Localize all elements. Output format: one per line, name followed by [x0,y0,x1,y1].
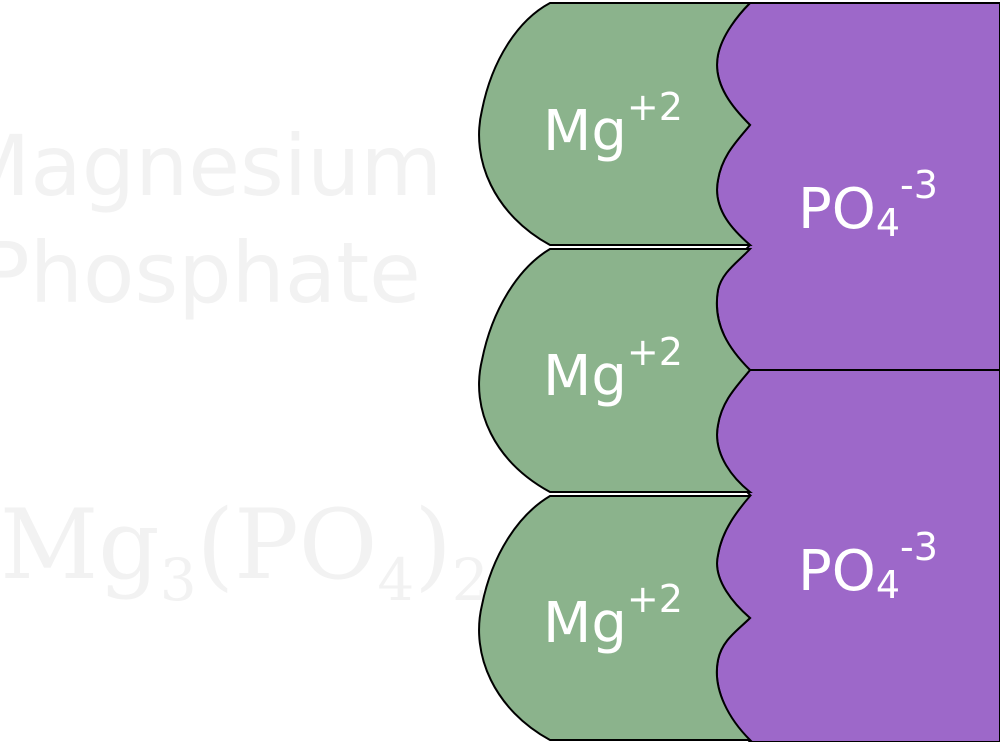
magnesium-ion-2-label: Mg+2 [543,330,683,409]
compound-name-line2: Phosphate [0,224,421,322]
formula-group: PO [234,489,377,601]
cation-labels: Mg+2 Mg+2 Mg+2 [543,85,683,656]
ion-subscript: 4 [876,201,900,245]
formula-group-subscript: 4 [377,546,414,614]
magnesium-ion-3 [478,495,753,741]
ion-symbol: PO [798,177,876,242]
magnesium-ion-3-label: Mg+2 [543,577,683,656]
ion-charge: -3 [900,163,938,207]
formula-close-paren: ) [414,489,451,601]
cation-pieces [478,1,753,741]
ion-symbol: PO [798,539,876,604]
ion-symbol: Mg [543,591,627,656]
ion-charge: +2 [627,85,683,129]
formula-element-subscript: 3 [160,546,197,614]
magnesium-ion-1-label: Mg+2 [543,85,683,164]
anion-pieces [715,2,1000,742]
magnesium-ion-2 [478,248,753,493]
formula-element: Mg [0,489,160,601]
ion-charge: -3 [900,525,938,569]
compound-name: Magnesium Phosphate [0,117,442,322]
ion-subscript: 4 [876,563,900,607]
magnesium-ion-1 [478,1,753,246]
ion-charge: +2 [627,330,683,374]
formula-open-paren: ( [197,489,234,601]
ion-charge: +2 [627,577,683,621]
phosphate-ion-bottom-label: PO4-3 [798,525,938,607]
ion-symbol: Mg [543,99,627,164]
phosphate-ion-top-label: PO4-3 [798,163,938,245]
ion-symbol: Mg [543,344,627,409]
anion-labels: PO4-3 PO4-3 [798,163,938,607]
compound-name-line1: Magnesium [0,117,442,215]
chemical-formula: Mg3(PO4)2 [0,489,489,614]
